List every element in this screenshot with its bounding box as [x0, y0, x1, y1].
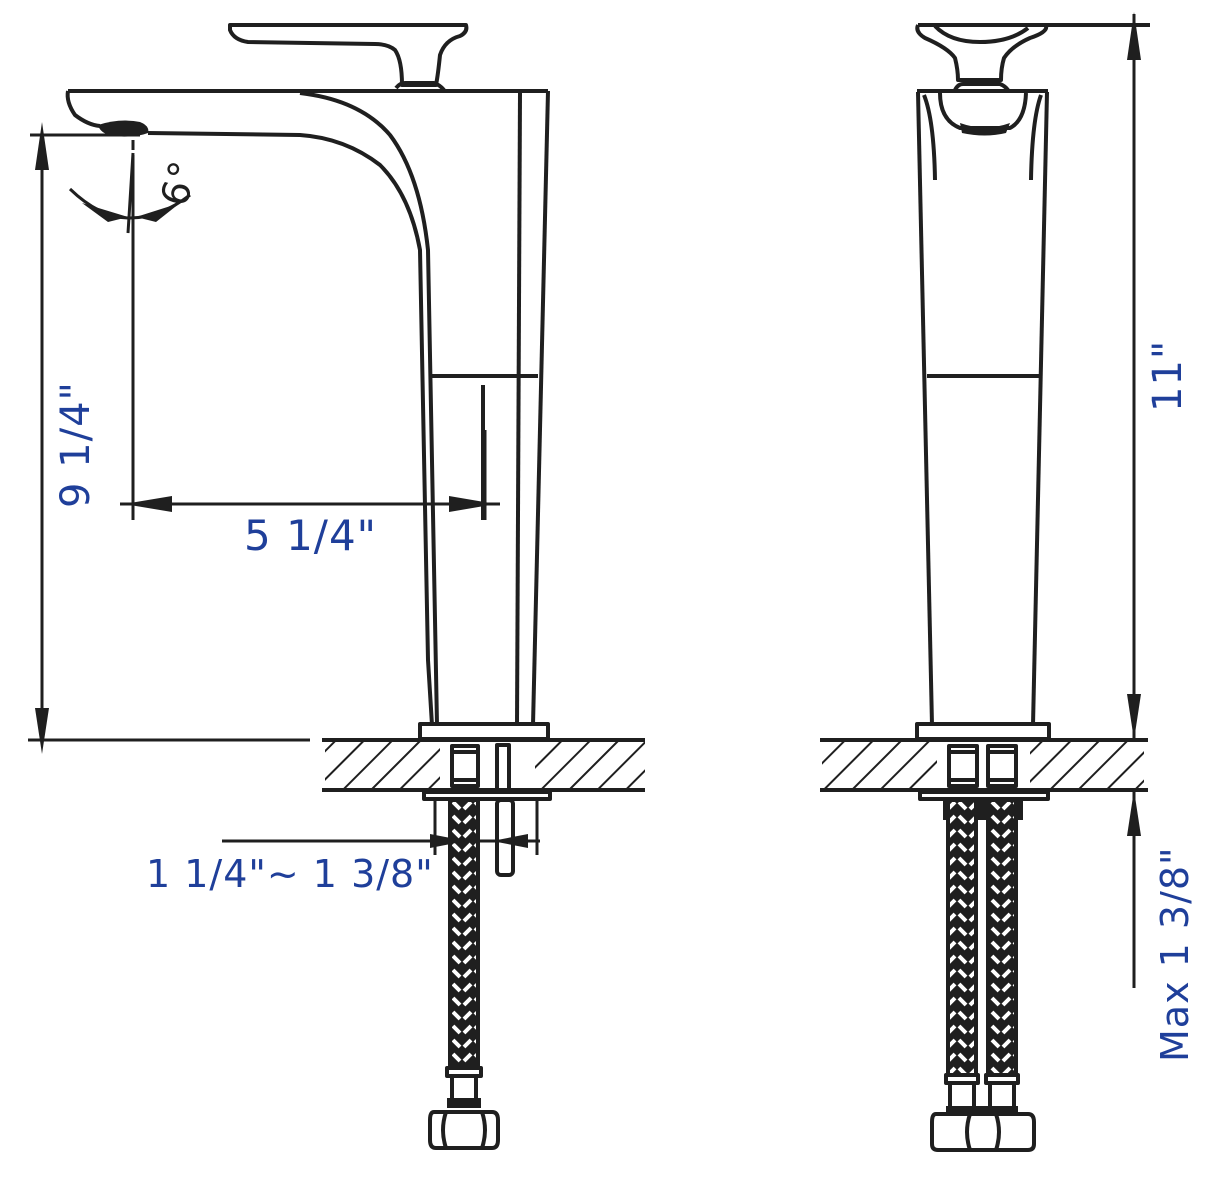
dimension-spout-reach	[120, 430, 500, 520]
dimension-max-deck-thickness	[1127, 790, 1141, 988]
handle-lever-icon	[228, 23, 469, 92]
label-spout-height: 9 1/4"	[53, 381, 99, 508]
handle-knob-icon	[915, 23, 1150, 92]
deck-section-front	[820, 738, 1148, 820]
deck-section-side	[322, 738, 645, 877]
label-spout-angle: 6°	[152, 155, 207, 211]
front-view	[820, 12, 1150, 1152]
label-spout-reach: 5 1/4"	[244, 511, 377, 560]
dimension-overall-height	[1050, 12, 1150, 740]
label-deck-thickness-range: 1 1/4"~ 1 3/8"	[146, 852, 434, 896]
faucet-body-front-icon	[915, 89, 1051, 741]
label-max-deck-thickness: Max 1 3/8"	[1153, 846, 1197, 1062]
braided-hoses-icon	[930, 798, 1036, 1152]
dimension-spout-angle	[68, 140, 191, 520]
label-overall-height: 11"	[1145, 339, 1191, 412]
braided-hose-icon	[428, 798, 500, 1150]
dimension-deck-thickness	[222, 834, 540, 848]
dimension-spout-height	[28, 122, 310, 754]
faucet-body-icon	[65, 89, 550, 741]
side-view	[28, 23, 645, 1150]
